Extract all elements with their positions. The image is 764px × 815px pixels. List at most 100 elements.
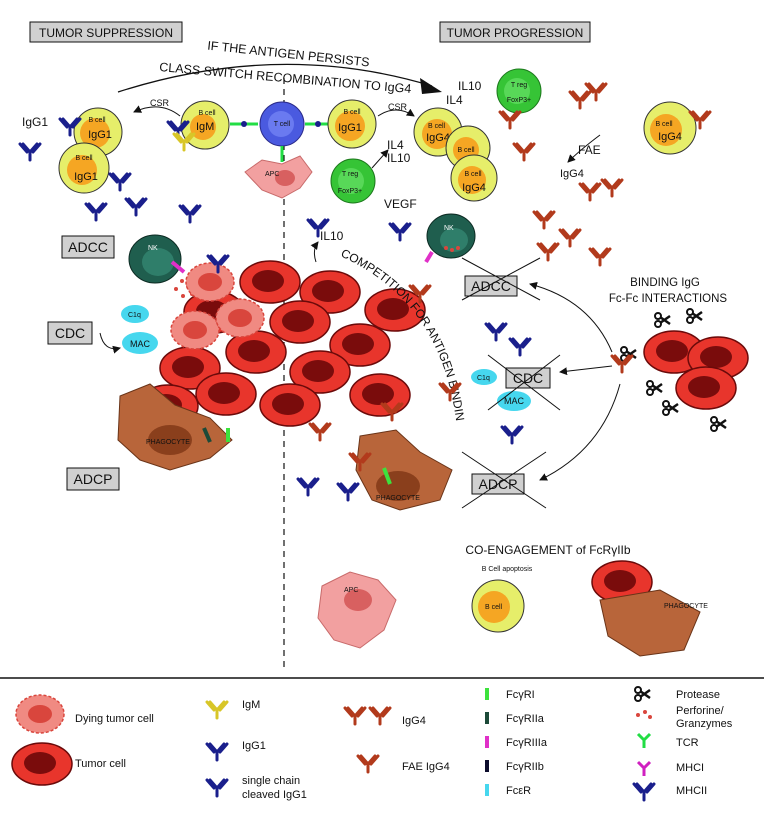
svg-text:MAC: MAC	[504, 396, 525, 406]
nk-cell-right: NK	[424, 213, 476, 264]
legend-dying-label: Dying tumor cell	[75, 713, 154, 725]
arrow-to-adcc	[529, 281, 613, 353]
legend-tumor-label: Tumor cell	[75, 758, 126, 770]
cdc-cross	[487, 354, 561, 411]
nk-cell-left: NK	[128, 234, 186, 284]
svg-text:NK: NK	[148, 245, 158, 252]
legend-single-chain-2: cleaved IgG1	[242, 789, 307, 801]
legend-igg1-label: IgG1	[242, 740, 266, 752]
legend-tcr: TCR	[676, 737, 699, 749]
header-left: TUMOR SUPPRESSION	[39, 26, 173, 40]
csr-arc	[117, 63, 433, 93]
legend-perforin-2: Granzymes	[676, 718, 733, 730]
coengagement-title: CO-ENGAGEMENT of FcRγIIb	[465, 543, 630, 557]
legend-perforin-1: Perforine/	[676, 705, 725, 717]
treg-bottom: T reg FoxP3+	[330, 158, 376, 204]
svg-text:IgG4: IgG4	[462, 182, 486, 194]
csr-label-left: CSR	[150, 98, 170, 108]
il10-mid-label: IL10	[320, 229, 344, 243]
svg-text:FoxP3+: FoxP3+	[507, 97, 531, 104]
cdc-box	[47, 321, 93, 345]
phagocyte-label-left: PHAGOCYTE	[146, 439, 190, 446]
svg-text:B cell: B cell	[655, 121, 673, 128]
svg-text:B cell: B cell	[485, 604, 503, 611]
cdc-arrow-left	[99, 332, 121, 354]
svg-text:MAC: MAC	[130, 339, 151, 349]
legend-protease: Protease	[676, 689, 720, 701]
adcp-cross	[461, 451, 547, 509]
svg-text:T reg: T reg	[342, 171, 358, 178]
arc-text-2: CLASS SWITCH RECOMBINATION TO IgG4	[159, 60, 412, 96]
legend-fcgr3a: FcγRIIIa	[506, 737, 548, 749]
legend-mhcii: MHCII	[676, 785, 707, 797]
il4-mid: IL4	[387, 138, 404, 152]
fae-label: FAE	[578, 143, 601, 157]
adcc-box	[61, 235, 115, 259]
cdc-label: CDC	[55, 325, 85, 341]
c1q-left	[121, 305, 149, 323]
adcp-label: ADCP	[74, 471, 113, 487]
treg-top: T reg FoxP3+	[496, 68, 542, 114]
header-right-box	[439, 21, 591, 43]
legend-single-chain-1: single chain	[242, 775, 300, 787]
legend-igm-label: IgM	[242, 699, 260, 711]
legend-fcer: FcεR	[506, 785, 531, 797]
mhcii-dot-1	[241, 121, 247, 127]
svg-text:PHAGOCYTE: PHAGOCYTE	[664, 603, 708, 610]
il10-top: IL10	[458, 79, 482, 93]
igg1-label-left: IgG1	[22, 115, 48, 129]
tumor-phagocyte-co: PHAGOCYTE	[591, 560, 708, 657]
legend-fcgr1: FcγRI	[506, 689, 535, 701]
legend-tumor	[11, 742, 73, 786]
svg-text:IgM: IgM	[196, 121, 214, 133]
legend-protease-icon	[633, 685, 652, 703]
vegf-label: VEGF	[384, 197, 417, 211]
b-cell-apoptosis-label: B Cell apoptosis	[482, 566, 533, 573]
apc-label: APC	[265, 171, 279, 178]
arrow-to-adcp	[539, 383, 621, 481]
csr-arrowhead	[420, 78, 442, 94]
svg-text:B cell: B cell	[428, 123, 446, 130]
svg-text:IgG4: IgG4	[426, 132, 450, 144]
mhcii-dot-2	[315, 121, 321, 127]
mac-left	[122, 332, 158, 354]
header-right: TUMOR PROGRESSION	[447, 26, 584, 40]
adcc-cross	[461, 257, 541, 301]
legend-igg4-label: IgG4	[402, 715, 426, 727]
csr-arrow-right	[377, 108, 415, 117]
bcell-igg4-fae: B cell IgG4	[643, 101, 697, 155]
svg-text:IgG4: IgG4	[658, 131, 682, 143]
treg-arrow	[371, 149, 389, 169]
igg4-label-fae: IgG4	[560, 168, 584, 180]
bcell-igg1-3: B cell IgG1	[327, 99, 377, 149]
fae-arrow	[567, 134, 601, 163]
svg-text:B cell: B cell	[457, 147, 475, 154]
svg-text:B cell: B cell	[343, 109, 361, 116]
bcell-igg1-2: B cell IgG1	[58, 142, 110, 194]
legend-dying	[15, 694, 65, 734]
svg-text:B cell: B cell	[198, 110, 216, 117]
svg-text:C1q: C1q	[128, 312, 141, 319]
svg-text:B cell: B cell	[75, 155, 93, 162]
csr-arrow-left	[133, 105, 181, 117]
svg-text:IgG1: IgG1	[74, 171, 98, 183]
arrow-to-cdc	[559, 365, 613, 376]
bcell-igg4-3: B cell IgG4	[450, 154, 498, 202]
binding-line2: Fc-Fc INTERACTIONS	[609, 293, 728, 305]
bcell-igg4-1: B cell IgG4	[413, 107, 463, 157]
perforin-dots-right	[444, 246, 460, 252]
legend-fcgr2a: FcγRIIa	[506, 713, 545, 725]
svg-text:T reg: T reg	[511, 82, 527, 89]
binding-line1: BINDING IgG	[630, 277, 700, 289]
svg-text:NK: NK	[444, 225, 454, 232]
legend-fcgr2b: FcγRIIb	[506, 761, 544, 773]
svg-text:B cell: B cell	[88, 117, 106, 124]
t-cell: T cell	[259, 101, 305, 147]
svg-text:APC: APC	[344, 587, 358, 594]
il10-mid: IL10	[387, 151, 411, 165]
svg-text:B cell: B cell	[464, 171, 482, 178]
il10-arrow	[310, 241, 319, 263]
il4-top: IL4	[446, 93, 463, 107]
svg-text:FoxP3+: FoxP3+	[338, 188, 362, 195]
